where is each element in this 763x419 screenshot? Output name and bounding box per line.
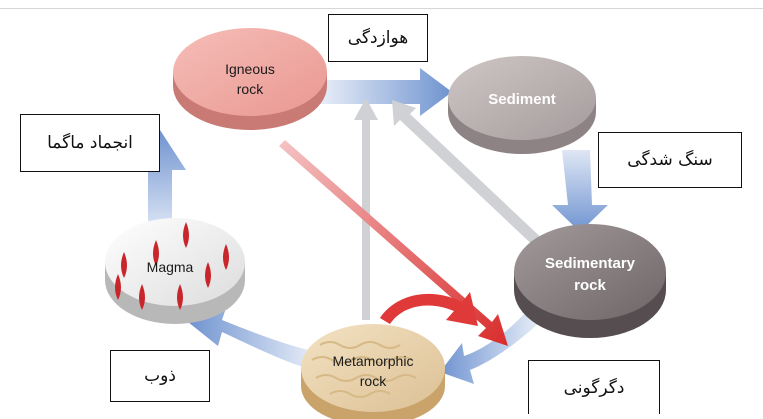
melting-label-box: ذوب [110,350,210,402]
lithification-label: سنگ شدگی [627,150,713,170]
sediment-disk: Sediment [448,56,596,154]
weathering-label: هوازدگی [347,28,409,48]
top-divider [0,8,763,9]
metamorphism-label: دگرگونی [563,377,625,398]
magma-disk: Magma [105,218,245,324]
igneous-rock-disk: Igneous rock [173,28,327,130]
weathering-label-box: هوازدگی [328,14,428,62]
igneous-label-line2: rock [237,81,264,97]
melting-label: ذوب [144,366,176,386]
arrow-igneous-to-sediment [320,68,452,116]
magma-drops [115,222,229,310]
arrow-sedimentary-to-metamorphic [440,310,540,384]
sedimentary-rock-disk: Sedimentary rock [514,224,666,338]
arrow-sedimentary-to-sediment [392,100,548,252]
arrow-metamorphic-loop [380,292,478,326]
igneous-label-line1: Igneous [225,61,275,77]
arrow-sediment-to-sedimentary [552,150,608,232]
sediment-label: Sediment [488,91,556,108]
crystallization-label: انجماد ماگما [47,133,133,153]
arrow-igneous-to-metamorphic [279,140,508,346]
metamorphic-rock-disk: Metamorphic rock [301,324,445,419]
metamorphic-label-line2: rock [360,373,387,389]
sedimentary-label-line2: rock [574,277,606,294]
lithification-label-box: سنگ شدگی [598,132,742,188]
cycle-arrows [134,68,608,384]
crystallization-label-box: انجماد ماگما [20,114,160,172]
metamorphic-label-line1: Metamorphic [333,353,414,369]
red-arrows [279,140,508,346]
arrow-metamorphic-to-magma [188,308,316,370]
arrow-metamorphic-up [354,98,378,320]
gray-arrows [354,98,548,320]
sedimentary-label-line1: Sedimentary [545,255,636,272]
magma-label: Magma [147,259,194,275]
metamorphism-label-box: دگرگونی [528,360,660,414]
